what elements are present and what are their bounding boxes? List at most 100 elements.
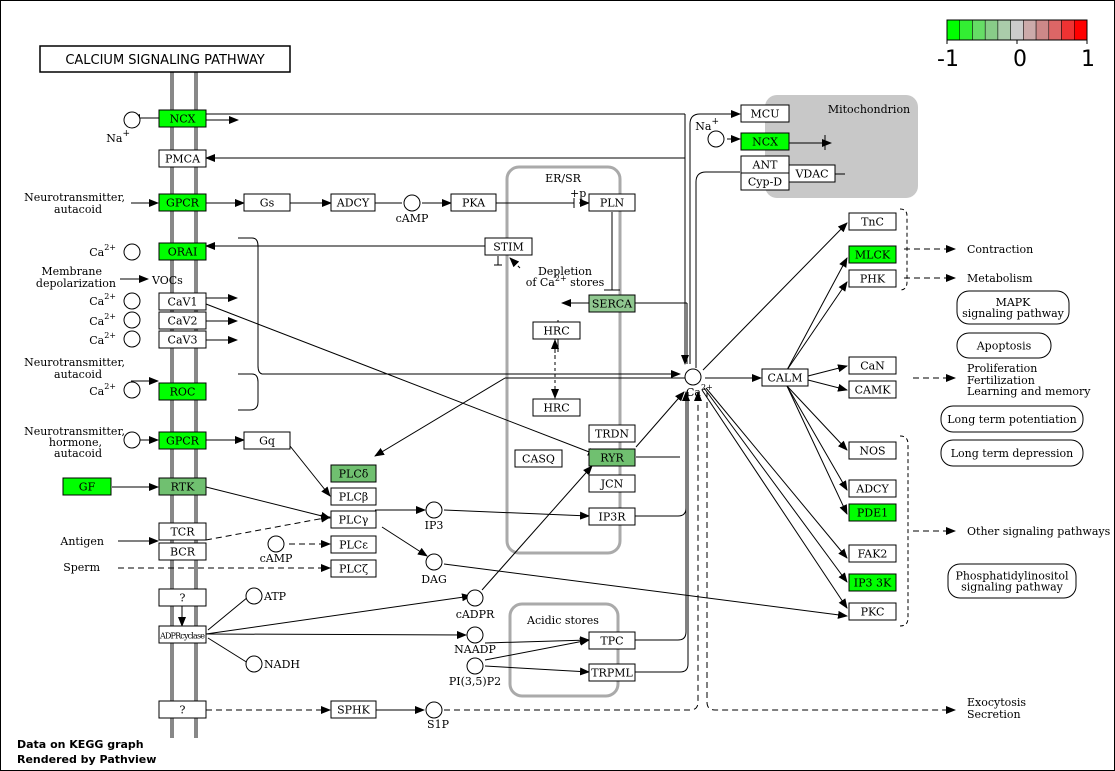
gene-node-trpml[interactable]: TRPML <box>588 663 636 682</box>
neurotransmitter-label-1a: Neurotransmitter, <box>24 191 125 204</box>
gene-node-plcd[interactable]: PLCδ <box>330 464 377 483</box>
gene-node-ant[interactable]: ANT <box>740 155 790 174</box>
legend-swatch <box>1035 19 1050 41</box>
na-label-2: Na+ <box>695 117 719 133</box>
gene-node-roc[interactable]: ROC <box>158 382 207 401</box>
gene-node-tcr[interactable]: TCR <box>158 522 207 541</box>
gene-node-pde1[interactable]: PDE1 <box>848 503 897 522</box>
gene-node-camk[interactable]: CAMK <box>848 380 897 399</box>
gene-node-hrc2[interactable]: HRC <box>532 398 581 417</box>
gene-node-ip33k[interactable]: IP3 3K <box>848 573 897 592</box>
gene-node-can[interactable]: CaN <box>848 356 897 375</box>
gene-node-calm[interactable]: CALM <box>761 368 809 387</box>
gene-node-pka[interactable]: PKA <box>450 193 497 212</box>
pathway-link-ltd[interactable]: Long term depression <box>940 439 1084 467</box>
pathway-label: Long term potentiation <box>947 413 1077 426</box>
gene-node-bcr[interactable]: BCR <box>158 542 207 561</box>
gene-node-nos[interactable]: NOS <box>848 441 897 460</box>
footer-line-2: Rendered by Pathview <box>17 753 156 766</box>
gene-node-rtk[interactable]: RTK <box>158 477 207 496</box>
ca-label-roc: Ca2+ <box>89 382 116 398</box>
legend-swatch <box>1061 19 1075 41</box>
sperm-label: Sperm <box>63 561 100 574</box>
gene-node-pkc[interactable]: PKC <box>848 602 897 621</box>
gene-label: TRDN <box>595 428 629 441</box>
gene-node-pln[interactable]: PLN <box>588 193 636 212</box>
gene-node-cav2[interactable]: CaV2 <box>158 311 207 330</box>
gene-label: ADCY <box>855 483 889 496</box>
compound-circle <box>123 381 141 399</box>
gene-node-ncx1[interactable]: NCX <box>158 109 207 128</box>
gene-node-gpcr2[interactable]: GPCR <box>158 431 207 450</box>
gene-node-q1[interactable]: ? <box>158 588 207 607</box>
gene-label: Gq <box>259 435 275 448</box>
compound-circles <box>123 111 725 719</box>
learning-label: Learning and memory <box>967 385 1091 398</box>
gene-node-cypd[interactable]: Cyp-D <box>740 172 790 191</box>
gene-node-ryr[interactable]: RYR <box>588 448 636 467</box>
gene-node-mlck[interactable]: MLCK <box>848 245 897 264</box>
gene-node-pmca[interactable]: PMCA <box>158 149 207 168</box>
gene-node-fak2[interactable]: FAK2 <box>848 544 897 563</box>
gene-node-adpr[interactable]: ADPRcyclase <box>158 625 207 644</box>
gene-node-ncx2[interactable]: NCX <box>740 132 790 151</box>
gene-node-orai[interactable]: ORAI <box>158 242 207 261</box>
gene-label: FAK2 <box>858 548 888 561</box>
gene-label: MCU <box>751 108 780 121</box>
gene-label: ? <box>180 704 186 717</box>
gene-node-cav3[interactable]: CaV3 <box>158 330 207 349</box>
gene-node-plcg[interactable]: PLCγ <box>330 510 377 529</box>
gene-node-vdac[interactable]: VDAC <box>788 164 836 183</box>
gene-label: CaV2 <box>168 315 198 328</box>
neurotransmitter-label-2a: Neurotransmitter, <box>24 356 125 369</box>
s1p-label: S1P <box>427 718 450 731</box>
compound-circle <box>245 655 263 673</box>
pathway-label: MAPK <box>996 296 1032 309</box>
gene-label: ? <box>180 592 186 605</box>
gene-node-jcn[interactable]: JCN <box>588 474 636 493</box>
pathway-link-apoptosis[interactable]: Apoptosis <box>956 332 1052 359</box>
gene-node-gq[interactable]: Gq <box>243 431 291 450</box>
gene-node-plce[interactable]: PLCε <box>330 535 377 554</box>
gene-node-trdn[interactable]: TRDN <box>588 424 636 443</box>
compound-circle <box>684 368 702 386</box>
gene-label: PKA <box>462 197 486 210</box>
gene-label: CALM <box>768 372 803 385</box>
gene-node-serca[interactable]: SERCA <box>588 294 636 313</box>
gene-node-gf[interactable]: GF <box>62 477 112 496</box>
legend-swatch <box>1048 19 1062 41</box>
gene-node-phk[interactable]: PHK <box>848 269 897 288</box>
compound-circle <box>466 626 484 644</box>
legend-mid-label: 0 <box>1013 47 1027 72</box>
gene-node-gpcr1[interactable]: GPCR <box>158 193 207 212</box>
antigen-label: Antigen <box>59 535 104 548</box>
gene-node-gs[interactable]: Gs <box>243 193 291 212</box>
gene-node-cav1[interactable]: CaV1 <box>158 292 207 311</box>
vocs-label: VOCs <box>151 274 183 287</box>
gene-node-mcu[interactable]: MCU <box>740 104 790 123</box>
gene-label: CaN <box>860 360 885 373</box>
compound-circle <box>123 330 141 348</box>
gene-node-casq[interactable]: CASQ <box>514 449 563 468</box>
depolarization-label: depolarization <box>36 277 116 290</box>
gene-node-plcb[interactable]: PLCβ <box>330 487 377 506</box>
legend-swatch <box>997 19 1011 41</box>
gene-node-tnc[interactable]: TnC <box>848 212 897 231</box>
gene-node-plcz[interactable]: PLCζ <box>330 559 377 578</box>
pathway-link-ltp[interactable]: Long term potentiation <box>940 405 1084 433</box>
gene-node-q2[interactable]: ? <box>158 700 207 719</box>
gene-node-tpc[interactable]: TPC <box>588 631 636 650</box>
gene-node-ip3r[interactable]: IP3R <box>588 507 636 526</box>
gene-node-sphk[interactable]: SPHK <box>330 700 377 719</box>
gene-label: IP3R <box>598 511 626 524</box>
gene-label: PLCγ <box>339 514 369 527</box>
gene-node-adcy1[interactable]: ADCY <box>330 193 376 212</box>
gene-node-hrc1[interactable]: HRC <box>532 321 581 340</box>
legend-min-label: -1 <box>937 47 959 72</box>
pip-label: PI(3,5)P2 <box>449 675 501 688</box>
proliferation-label: Proliferation <box>967 362 1037 375</box>
gene-node-adcy2[interactable]: ADCY <box>848 479 897 498</box>
gene-node-stim[interactable]: STIM <box>484 237 533 256</box>
